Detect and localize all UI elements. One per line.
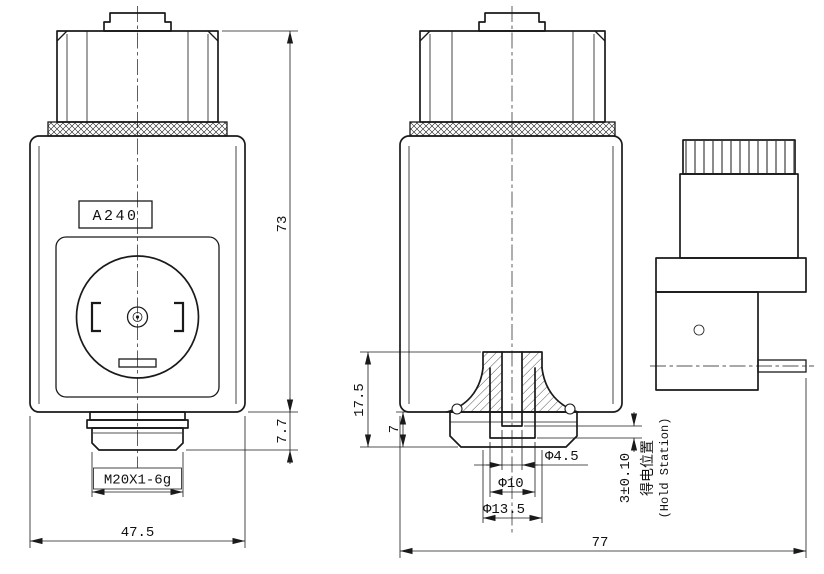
coil-body-side [399,135,623,413]
plug-screw-hole [693,324,705,336]
dim-dia-13-5: Φ13.5 [482,450,543,523]
armature-tube-section [446,351,579,439]
seal-ring-left [451,403,463,415]
mounting-collar [449,403,578,448]
side-view: 17.5 7 Φ4.5 Φ10 Φ13.5 [352,6,814,558]
knurl-band [47,121,228,137]
dim-width-77: 77 [399,378,807,558]
center-screw-icon [126,306,149,328]
hold-station-en-text: (Hold Station) [658,418,672,519]
coil-model-label: A240 [92,208,138,225]
hold-station-note: 得电位置 (Hold Station) [639,418,672,519]
front-view: A240 73 [29,6,298,548]
knurled-nut-side [419,30,606,123]
mounting-thread [86,411,189,451]
dim-thread-spec-text: M20X1-6g [104,473,171,489]
dim-overall-height-text: 73 [275,216,291,233]
dim-front-width-text: 47.5 [121,525,155,541]
dim-collar-7: 7 [387,411,448,447]
plug-lower-body [655,291,759,391]
cable-gland-knurl [684,141,794,173]
plug-upper-body [679,173,799,259]
dim-collar-height-text: 7 [387,425,403,433]
dim-tube-dia-text: Φ10 [498,476,523,492]
din-plug [650,139,814,391]
keying-slot [118,358,157,368]
dim-stroke-text: 3±0.10 [618,453,634,503]
dim-stroke-3: 3±0.10 [524,412,642,503]
dim-side-width-text: 77 [592,535,609,551]
contact-brackets [90,301,185,333]
dim-dia-4-5: Φ4.5 [474,430,588,470]
dim-height-73: 73 [222,30,298,413]
dim-tube-depth-text: 17.5 [352,383,368,417]
plug-flange [655,257,807,293]
dim-width-47-5: 47.5 [29,416,246,548]
dim-thread-m20: M20X1-6g [91,452,184,497]
connector-face [55,236,220,398]
dim-depth-17-5: 17.5 [352,351,481,448]
dim-neck-7-7: 7.7 [186,398,298,464]
seal-ring-right [564,403,576,415]
dim-dia-10: Φ10 [489,442,536,497]
dim-neck-height-text: 7.7 [275,418,291,443]
knurl-band-side [409,121,616,137]
hold-station-cn-text: 得电位置 [639,440,657,496]
dim-flange-dia-text: Φ13.5 [483,502,525,518]
dim-bore-dia-text: Φ4.5 [545,449,579,465]
nameplate: A240 [78,200,153,229]
